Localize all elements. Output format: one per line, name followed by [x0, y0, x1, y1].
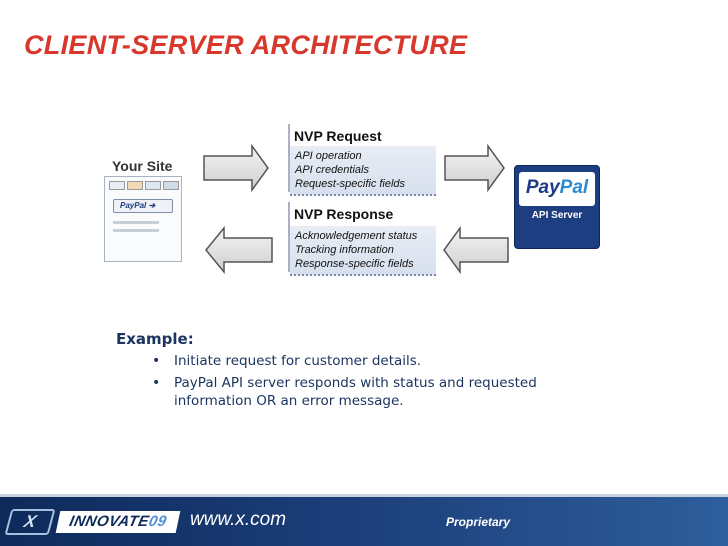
example-list: Initiate request for customer details. P… — [150, 352, 610, 414]
request-field: API operation — [295, 150, 362, 162]
proprietary-label: Proprietary — [446, 515, 511, 529]
arrow-left-icon — [443, 225, 509, 275]
flow-arrows — [203, 143, 509, 275]
footer-bar: X INNOVATE09 www.x.com Proprietary — [0, 494, 728, 546]
nvp-request-title: NVP Request — [294, 128, 382, 144]
footer-url: www.x.com — [190, 509, 287, 530]
nvp-response-fields: Acknowledgement status Tracking informat… — [290, 226, 436, 276]
paypal-checkout-button: PayPal ➔ — [113, 199, 173, 213]
arrow-right-icon — [203, 143, 269, 193]
api-server-label: API Server — [531, 210, 583, 221]
nvp-response-title: NVP Response — [294, 206, 394, 222]
paypal-logo: PayPal — [519, 172, 595, 206]
slide-title: CLIENT-SERVER ARCHITECTURE — [24, 30, 468, 60]
response-field: Tracking information — [295, 244, 394, 256]
x-badge-icon: X — [4, 509, 56, 535]
payment-cards-icon — [109, 181, 179, 190]
nvp-request-fields: API operation API credentials Request-sp… — [290, 146, 436, 196]
example-heading: Example: — [116, 330, 194, 348]
innovate-logo: INNOVATE09 — [55, 511, 181, 533]
request-field: Request-specific fields — [295, 178, 406, 190]
request-field: API credentials — [295, 164, 369, 176]
arrow-right-icon — [444, 143, 505, 193]
arrow-left-icon — [205, 225, 273, 275]
response-field: Acknowledgement status — [295, 230, 418, 242]
list-item: Initiate request for customer details. — [150, 352, 610, 370]
paypal-api-server: PayPal API Server — [514, 165, 600, 249]
response-field: Response-specific fields — [295, 258, 414, 270]
list-item: PayPal API server responds with status a… — [150, 374, 610, 410]
your-site-label: Your Site — [112, 158, 173, 174]
client-website-thumbnail: PayPal ➔ — [104, 176, 182, 262]
architecture-diagram: Your Site PayPal ➔ NVP Request API opera… — [0, 110, 728, 290]
